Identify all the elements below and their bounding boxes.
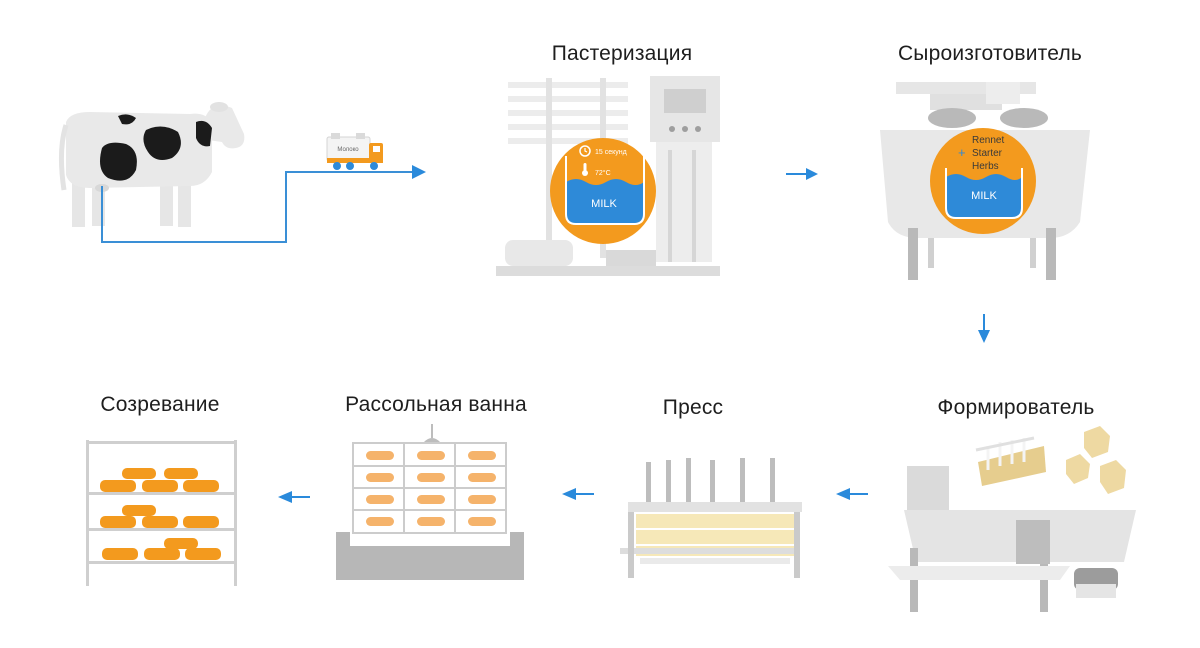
pasteurization-temp-readout: 72°C bbox=[595, 169, 611, 177]
ingredient-starter: Starter bbox=[972, 148, 1003, 159]
arrow-left-icon bbox=[278, 491, 310, 503]
cheesemaker-tank-badge bbox=[930, 128, 1036, 234]
pasteurization-time-readout: 15 секунд bbox=[595, 149, 627, 156]
brine-bath bbox=[336, 424, 524, 580]
ingredient-herbs: Herbs bbox=[972, 161, 999, 172]
arrow-left-icon bbox=[562, 488, 594, 500]
step-title-pasteurization: Пастеризация bbox=[551, 42, 693, 65]
molder-machine bbox=[888, 426, 1136, 612]
arrow-down-icon bbox=[978, 314, 990, 343]
truck-label: Молоко bbox=[337, 147, 359, 153]
step-title-cheesemaker: Сыроизготовитель bbox=[897, 42, 1083, 65]
pasteurizer-machine bbox=[496, 76, 720, 276]
arrow-left-icon bbox=[836, 488, 868, 500]
thermometer-icon bbox=[582, 163, 588, 176]
step-title-press: Пресс bbox=[662, 396, 724, 419]
arrow-right-icon bbox=[786, 168, 818, 180]
cheesemaker-tank-label: MILK bbox=[971, 190, 997, 202]
ingredients-plus-sign: + bbox=[958, 145, 966, 160]
truck-icon bbox=[326, 133, 383, 170]
clock-icon bbox=[579, 145, 591, 157]
step-title-ripening: Созревание bbox=[100, 393, 220, 416]
pasteurization-tank-label: MILK bbox=[591, 198, 617, 210]
step-title-molder: Формирователь bbox=[937, 396, 1095, 419]
ingredient-rennet: Rennet bbox=[972, 135, 1004, 146]
arrow-right-icon bbox=[412, 165, 426, 179]
milk-pipe-line bbox=[101, 171, 418, 243]
press-machine bbox=[620, 458, 802, 578]
step-title-brine-bath: Рассольная ванна bbox=[345, 393, 527, 416]
cow-icon bbox=[58, 102, 245, 227]
pasteurization-tank-badge bbox=[550, 138, 656, 244]
ripening-rack bbox=[86, 440, 237, 586]
